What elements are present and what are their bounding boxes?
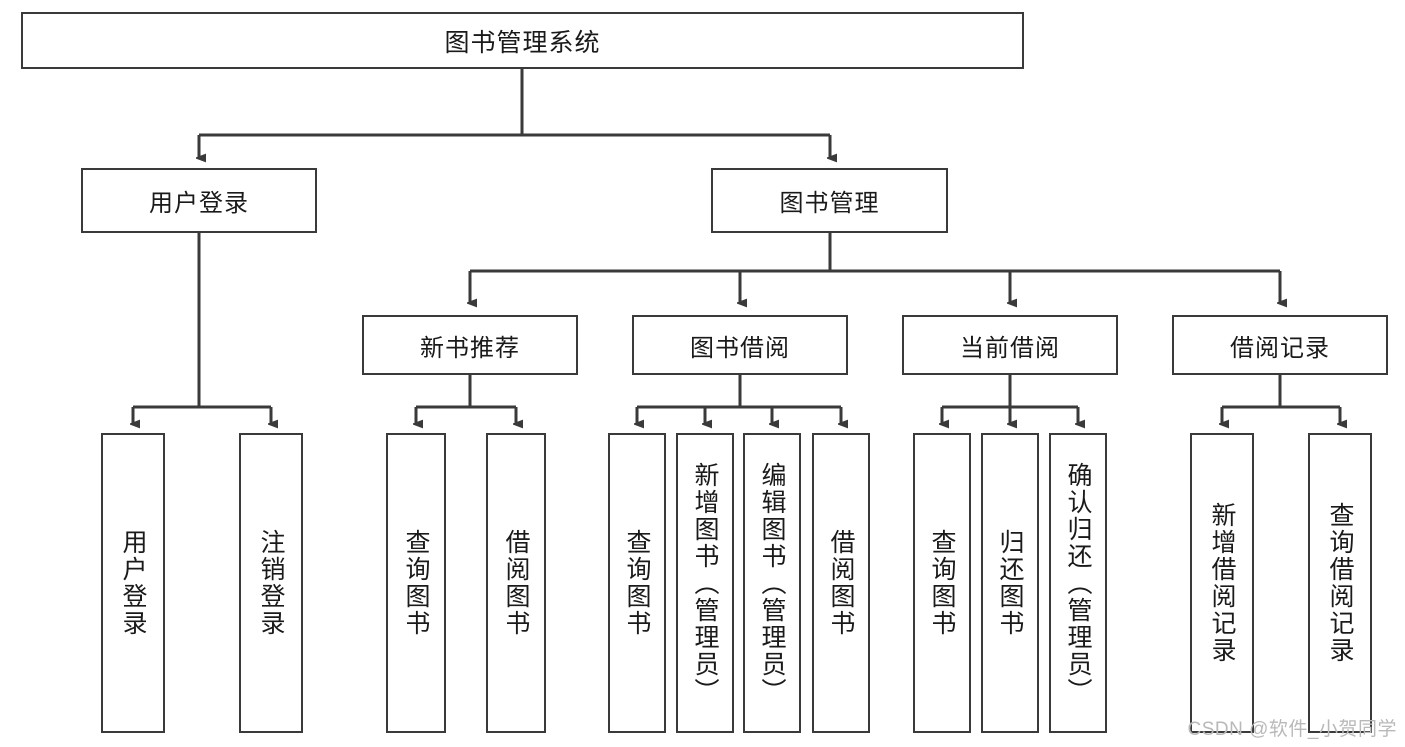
node-root-label: 图书管理系统 [444,28,601,57]
node-leaf-query-book-1[interactable]: 查询图书 [386,433,446,733]
node-book-borrow-label: 图书借阅 [690,334,790,362]
node-borrow-record[interactable]: 借阅记录 [1172,315,1388,375]
node-book-manage-label: 图书管理 [779,190,880,217]
node-current-borrow[interactable]: 当前借阅 [902,315,1118,375]
node-leaf-query-book-1-label: 查询图书 [402,529,430,637]
node-leaf-query-book-3-label: 查询图书 [928,529,956,637]
watermark-text: CSDN @软件_小贺同学 [1187,719,1397,740]
node-leaf-confirm-return[interactable]: 确认归还（管理员） [1049,433,1107,733]
node-leaf-query-book-3[interactable]: 查询图书 [913,433,971,733]
node-new-book-recommend-label: 新书推荐 [420,334,520,362]
node-leaf-edit-book[interactable]: 编辑图书（管理员） [743,433,801,733]
node-leaf-add-book[interactable]: 新增图书（管理员） [676,433,734,733]
node-leaf-borrow-book-2-label: 借阅图书 [827,529,855,637]
node-book-manage[interactable]: 图书管理 [711,168,948,233]
node-leaf-query-book-2-label: 查询图书 [623,529,651,637]
node-leaf-user-login[interactable]: 用户登录 [101,433,165,733]
node-leaf-confirm-return-label: 确认归还（管理员） [1064,461,1092,705]
node-new-book-recommend[interactable]: 新书推荐 [362,315,578,375]
node-leaf-query-record-label: 查询借阅记录 [1326,502,1354,664]
node-leaf-query-book-2[interactable]: 查询图书 [608,433,666,733]
node-leaf-logout[interactable]: 注销登录 [239,433,303,733]
node-root[interactable]: 图书管理系统 [21,12,1024,69]
node-leaf-add-book-label: 新增图书（管理员） [691,461,719,705]
node-current-borrow-label: 当前借阅 [960,334,1060,362]
node-leaf-user-login-label: 用户登录 [119,529,147,637]
node-borrow-record-label: 借阅记录 [1230,334,1330,362]
node-user-login-label: 用户登录 [149,190,249,217]
node-leaf-add-record-label: 新增借阅记录 [1208,502,1236,664]
node-leaf-borrow-book-1-label: 借阅图书 [502,529,530,637]
node-user-login[interactable]: 用户登录 [81,168,317,233]
node-book-borrow[interactable]: 图书借阅 [632,315,848,375]
node-leaf-borrow-book-1[interactable]: 借阅图书 [486,433,546,733]
node-leaf-return-book-label: 归还图书 [996,529,1024,637]
node-leaf-return-book[interactable]: 归还图书 [981,433,1039,733]
node-leaf-edit-book-label: 编辑图书（管理员） [758,461,786,705]
node-leaf-logout-label: 注销登录 [257,529,285,637]
node-leaf-query-record[interactable]: 查询借阅记录 [1308,433,1372,733]
node-leaf-borrow-book-2[interactable]: 借阅图书 [812,433,870,733]
node-leaf-add-record[interactable]: 新增借阅记录 [1190,433,1254,733]
